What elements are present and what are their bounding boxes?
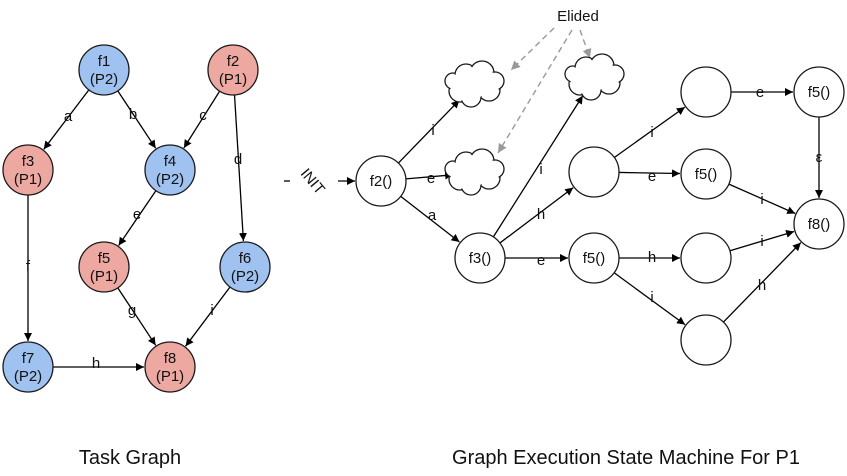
transition-s_f2-s_f3 (400, 195, 460, 243)
state-label: f5() (583, 250, 606, 267)
transition-label: e (427, 170, 435, 187)
elided-arrow-3 (579, 29, 592, 59)
state-machine-caption: Graph Execution State Machine For P1 (452, 447, 800, 469)
state-s_f5c (568, 232, 620, 284)
state-s_f5a (793, 66, 845, 118)
task-node-processor: (P2) (156, 171, 184, 188)
init-label: INIT (297, 165, 328, 198)
task-node-name: f5 (98, 250, 111, 267)
transition-s_f2-cloud2 (405, 171, 454, 180)
task-node-f3 (2, 144, 54, 196)
transition-label: h (648, 249, 656, 266)
task-edge-f2-f4 (183, 90, 221, 149)
task-edge-label: d (234, 151, 242, 168)
task-edge-label: h (92, 355, 100, 372)
transition-label: h (758, 277, 766, 294)
task-node-processor: (P1) (90, 268, 118, 285)
task-edge-f1-f4 (117, 90, 157, 149)
task-node-name: f2 (227, 53, 240, 70)
task-edge-f2-f6 (233, 94, 247, 242)
task-node-name: f7 (22, 350, 35, 367)
task-edge-label: a (64, 108, 73, 125)
transition-label: a (428, 207, 437, 224)
state-s_b (568, 146, 620, 198)
elided-arrow-1 (510, 27, 555, 71)
task-edge-label: i (210, 302, 213, 319)
task-node-processor: (P1) (14, 171, 42, 188)
task-edge-f5-f8 (117, 287, 157, 346)
task-edge-label: c (199, 107, 207, 124)
transition-label: ε (816, 149, 823, 166)
state-label: f2() (370, 173, 393, 190)
edges-layer (24, 27, 823, 371)
nodes-layer (2, 44, 845, 393)
task-node-f4 (144, 144, 196, 196)
task-node-processor: (P2) (90, 71, 118, 88)
task-node-f2 (207, 44, 259, 96)
elided-cloud1 (444, 60, 505, 108)
task-node-f5 (78, 241, 130, 293)
task-node-f7 (2, 341, 54, 393)
transition-label: i (760, 233, 763, 250)
task-edge-label: b (129, 106, 137, 123)
task-edge-label: g (128, 302, 136, 319)
elided-label: Elided (557, 8, 599, 25)
task-node-f1 (78, 44, 130, 96)
elided-cloud2 (444, 148, 505, 196)
task-edge-f1-f3 (43, 89, 90, 150)
transition-label: e (756, 84, 764, 101)
task-edge-label: e (133, 206, 141, 223)
state-s_f2 (355, 155, 407, 207)
transition-label: e (537, 252, 545, 269)
transition-s_c-s_f8 (729, 229, 795, 252)
state-s_c (680, 232, 732, 284)
transition-label: i (431, 122, 434, 139)
transition-s_f5b-s_f8 (728, 183, 796, 215)
state-s_d (680, 314, 732, 366)
state-s_f5b (680, 148, 732, 200)
task-node-name: f1 (98, 53, 111, 70)
transition-s_b-s_f5b (618, 169, 681, 178)
state-s_a (680, 66, 732, 118)
task-node-name: f4 (164, 153, 177, 170)
task-node-processor: (P1) (219, 71, 247, 88)
state-label: f5() (695, 166, 718, 183)
state-s_f8 (793, 198, 845, 250)
transition-s_f2-cloud1 (397, 99, 460, 164)
elided-cloud3 (564, 53, 625, 101)
task-node-name: f3 (22, 153, 35, 170)
transition-s_f5c-s_d (613, 272, 686, 326)
task-edge-label: f (26, 258, 31, 275)
transition-label: i (539, 161, 542, 178)
task-node-name: f8 (164, 350, 177, 367)
transition-label: i (650, 124, 653, 141)
state-label: f5() (808, 84, 831, 101)
transition-s_b-s_a (613, 106, 686, 158)
task-node-processor: (P2) (14, 368, 42, 385)
task-edge-f4-f5 (118, 190, 157, 246)
task-graph-caption: Task Graph (79, 447, 181, 469)
task-node-processor: (P2) (231, 268, 259, 285)
task-node-f6 (219, 241, 271, 293)
transition-s_f3-s_b (499, 187, 574, 244)
task-node-name: f6 (239, 250, 252, 267)
transition-s_d-s_f8 (722, 242, 802, 323)
state-s_f3 (454, 232, 506, 284)
transition-s_f3-cloud3 (492, 95, 584, 238)
task-node-processor: (P1) (156, 368, 184, 385)
transition-label: i (760, 191, 763, 208)
state-label: f3() (469, 250, 492, 267)
elided-arrow-2 (497, 29, 573, 154)
transition-label: i (650, 289, 653, 306)
transition-label: h (537, 206, 545, 223)
task-edge-f6-f8 (185, 286, 231, 347)
transition-label: e (648, 168, 656, 185)
state-label: f8() (808, 216, 831, 233)
task-node-f8 (144, 341, 196, 393)
